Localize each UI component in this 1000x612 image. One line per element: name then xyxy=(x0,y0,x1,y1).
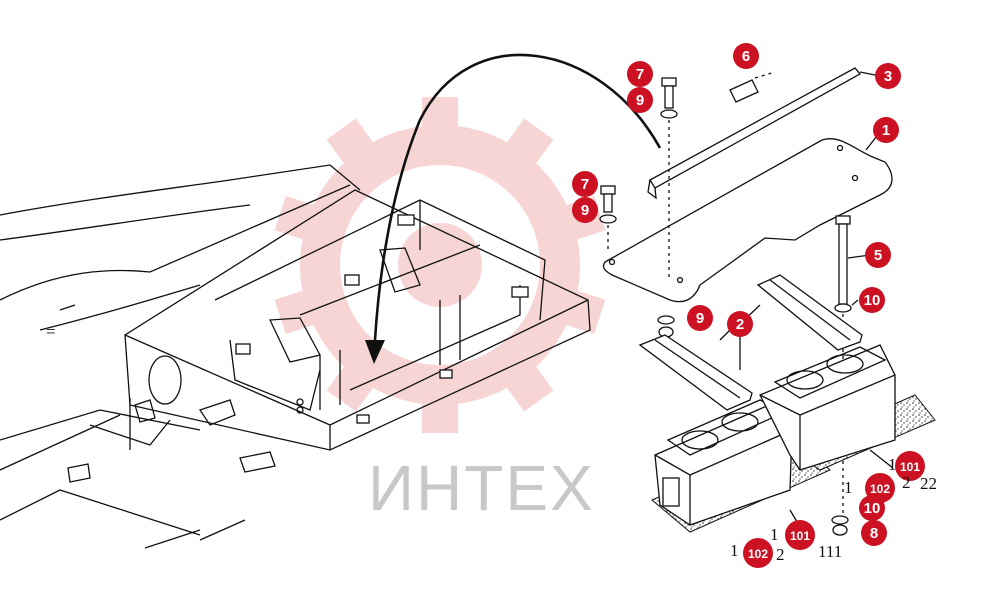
callout-marker xyxy=(875,63,901,89)
callout-1: 1 xyxy=(873,117,899,143)
callout-marker xyxy=(572,197,598,223)
callout-label: 3 xyxy=(884,68,892,85)
callout-marker xyxy=(865,242,891,268)
callout-label: 2 xyxy=(736,316,744,333)
spring-clip xyxy=(729,71,776,103)
stray-fragment: 1 xyxy=(844,478,853,497)
bracket-strip xyxy=(647,67,862,200)
stray-fragment: = xyxy=(46,322,56,341)
bolt-middle xyxy=(599,185,617,250)
callout-label: 7 xyxy=(636,66,644,83)
watermark-gear-icon xyxy=(274,97,606,433)
callout-label: 6 xyxy=(742,48,750,65)
callout-9: 9 xyxy=(687,305,713,331)
callout-101: 101 xyxy=(895,451,925,481)
battery-rail-right xyxy=(756,274,863,351)
callout-10: 10 xyxy=(859,495,885,521)
callout-marker xyxy=(859,287,885,313)
callout-label: 9 xyxy=(581,202,589,219)
callout-7: 7 xyxy=(572,171,598,197)
washer-nut-lower-right xyxy=(831,515,849,536)
callout-7: 7 xyxy=(627,61,653,87)
callout-marker xyxy=(785,520,815,550)
bolt-upper xyxy=(660,77,678,280)
install-direction-arrow xyxy=(365,53,662,364)
callout-label: 8 xyxy=(870,525,878,542)
callout-102: 102 xyxy=(743,538,773,568)
callout-marker xyxy=(627,87,653,113)
callout-marker xyxy=(743,538,773,568)
callout-5: 5 xyxy=(865,242,891,268)
callout-label: 10 xyxy=(864,292,881,309)
callout-marker xyxy=(727,311,753,337)
callout-marker xyxy=(733,43,759,69)
callout-marker xyxy=(859,495,885,521)
callout-marker xyxy=(895,451,925,481)
callout-label: 102 xyxy=(748,547,768,561)
battery-rear xyxy=(759,344,936,471)
callout-label: 102 xyxy=(870,482,890,496)
callout-9: 9 xyxy=(627,87,653,113)
callout-label: 9 xyxy=(696,310,704,327)
stray-fragment: 111 xyxy=(818,542,842,561)
callout-label: 101 xyxy=(790,529,810,543)
callout-marker xyxy=(627,61,653,87)
callout-8: 8 xyxy=(861,520,887,546)
callout-marker xyxy=(687,305,713,331)
callout-2: 2 xyxy=(727,311,753,337)
washer-nut-lower-left xyxy=(657,315,675,338)
chassis-frame xyxy=(0,164,591,549)
callout-label: 9 xyxy=(636,92,644,109)
callout-3: 3 xyxy=(875,63,901,89)
callout-9: 9 xyxy=(572,197,598,223)
battery-rail-left xyxy=(638,334,753,411)
stray-fragment: 1 xyxy=(888,455,897,474)
callout-label: 101 xyxy=(900,460,920,474)
callout-marker xyxy=(873,117,899,143)
callout-marker xyxy=(572,171,598,197)
stray-fragment: 2 xyxy=(776,545,785,564)
callout-label: 7 xyxy=(581,176,589,193)
callout-label: 10 xyxy=(864,500,881,517)
watermark-text: ИНТЕХ xyxy=(368,452,595,524)
stray-fragment: 22 xyxy=(920,474,937,493)
stray-fragment: 2 xyxy=(902,473,911,492)
callout-label: 1 xyxy=(882,122,890,139)
battery-cover-plate xyxy=(602,138,893,303)
callout-marker xyxy=(861,520,887,546)
callout-label: 5 xyxy=(874,247,882,264)
callout-10: 10 xyxy=(859,287,885,313)
callout-6: 6 xyxy=(733,43,759,69)
stray-fragment: 1 xyxy=(770,525,779,544)
stray-fragment: 1 xyxy=(730,541,739,560)
battery-front xyxy=(651,397,831,533)
callout-101: 101 xyxy=(785,520,815,550)
